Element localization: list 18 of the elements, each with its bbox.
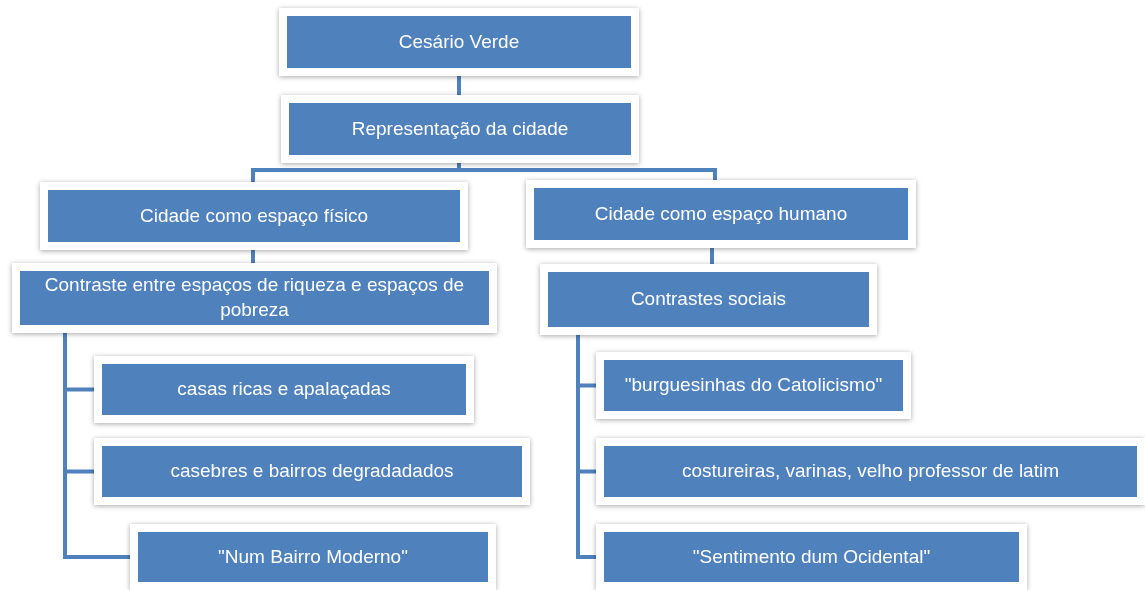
topic-label: costureiras, varinas, velho professor de latim bbox=[682, 459, 1059, 484]
topic-label: Cidade como espaço humano bbox=[594, 201, 848, 226]
topic-label: casebres e bairros degradadados bbox=[170, 459, 454, 484]
connector-line bbox=[710, 248, 714, 264]
topic-label: "Num Bairro Moderno" bbox=[218, 544, 408, 569]
topic-label: casas ricas e apalaçadas bbox=[177, 377, 391, 402]
topic-label: Cidade como espaço físico bbox=[139, 203, 369, 228]
connector-line bbox=[457, 163, 717, 180]
topic-label: "burguesinhas do Catolicismo" bbox=[624, 373, 883, 398]
topic-label: Cesário Verde bbox=[398, 29, 520, 54]
topic-label: Representação da cidade bbox=[351, 116, 569, 141]
connector-line bbox=[63, 333, 130, 559]
connector-line bbox=[251, 250, 255, 263]
topic-label: "Sentimento dum Ocidental" bbox=[692, 544, 931, 569]
topic-label: Contraste entre espaços de riqueza e espaços de pobreza bbox=[43, 273, 466, 322]
topic-label: Contrastes sociais bbox=[630, 287, 787, 312]
connector-line bbox=[457, 76, 461, 95]
connector-line bbox=[576, 335, 596, 559]
